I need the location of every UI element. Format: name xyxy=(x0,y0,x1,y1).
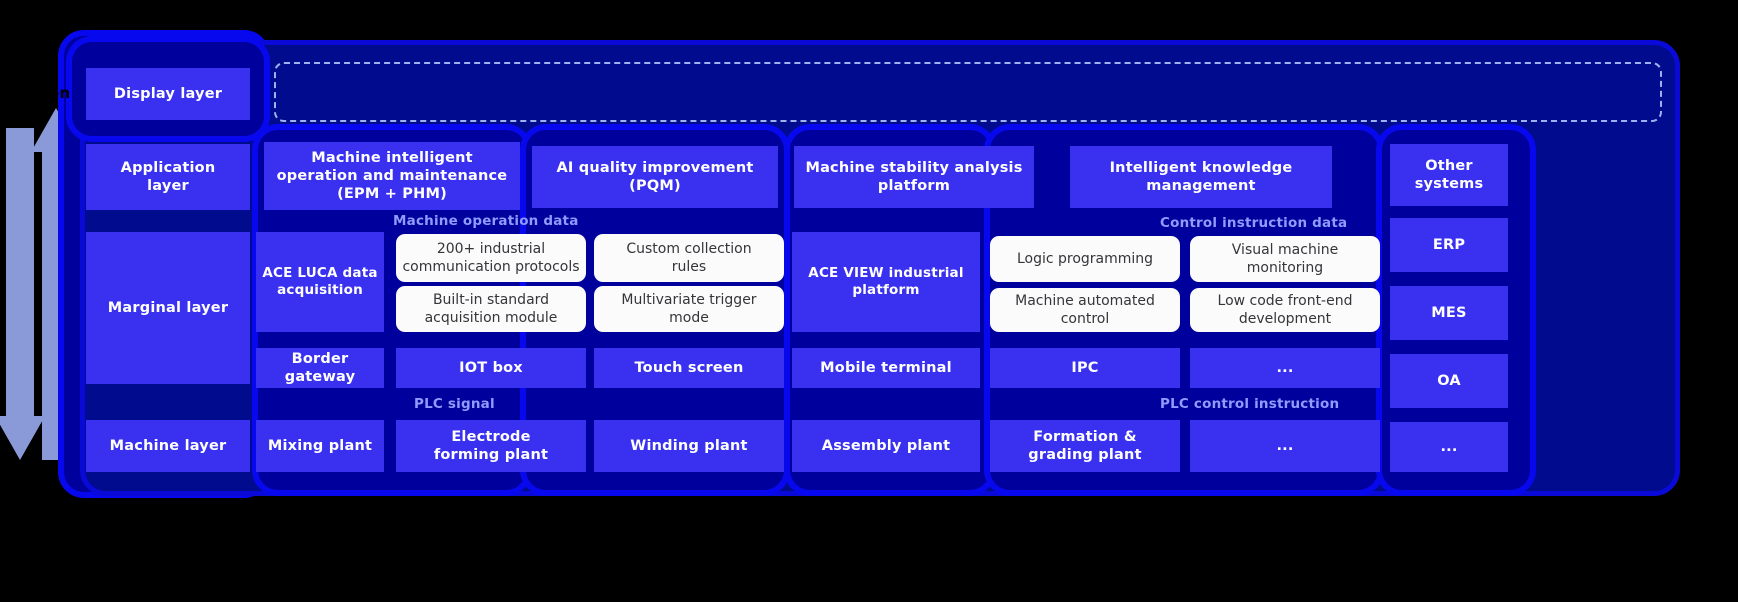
device-mobile-terminal-text: Mobile terminal xyxy=(820,359,952,376)
side-system-oa[interactable]: OA xyxy=(1390,354,1508,408)
device-more[interactable]: ... xyxy=(1190,348,1380,388)
side-system-mes[interactable]: MES xyxy=(1390,286,1508,340)
machine-item-1[interactable]: Electrode forming plant xyxy=(396,420,586,472)
arrow-down-plc-control-icon xyxy=(1126,392,1152,418)
device-ipc[interactable]: IPC xyxy=(990,348,1180,388)
ace-view-platform[interactable]: ACE VIEW industrial platform xyxy=(792,232,980,332)
device-touch-screen[interactable]: Touch screen xyxy=(594,348,784,388)
device-iot-box-text: IOT box xyxy=(459,359,523,376)
marginal-card-1[interactable]: Custom collection rules xyxy=(594,234,784,282)
device-border-gateway[interactable]: Border gateway xyxy=(256,348,384,388)
marginal-card-4[interactable]: Logic programming xyxy=(990,236,1180,282)
side-systems-header[interactable]: Other systems xyxy=(1390,144,1508,206)
app-item-0[interactable]: Machine intelligent operation and mainte… xyxy=(264,142,520,210)
marginal-card-6[interactable]: Machine automated control xyxy=(990,288,1180,332)
ace-luca-platform[interactable]: ACE LUCA data acquisition xyxy=(256,232,384,332)
marginal-layer-label[interactable]: Marginal layer xyxy=(86,232,250,384)
machine-item-2[interactable]: Winding plant xyxy=(594,420,784,472)
bidirectional-arrow-icon xyxy=(1336,164,1392,190)
machine-item-0[interactable]: Mixing plant xyxy=(256,420,384,472)
side-system-oa-text: OA xyxy=(1437,372,1461,389)
side-system-erp[interactable]: ERP xyxy=(1390,218,1508,272)
app-item-1-text: AI quality improvement (PQM) xyxy=(556,159,754,194)
marginal-card-3[interactable]: Multivariate trigger mode xyxy=(594,286,784,332)
machine-layer-text: Machine layer xyxy=(109,437,227,454)
display-layer-text: Display layer xyxy=(113,85,223,102)
arrow-up-machine-data-icon xyxy=(308,206,334,232)
marginal-card-6-text: Machine automated control xyxy=(1015,292,1155,327)
dashed-region xyxy=(274,62,1662,122)
flow-label-plc-control-instruction: PLC control instruction xyxy=(1160,396,1340,412)
machine-layer-label[interactable]: Machine layer xyxy=(86,420,250,472)
ace-view-platform-text: ACE VIEW industrial platform xyxy=(808,265,964,298)
machine-item-4-text: Formation & grading plant xyxy=(1028,428,1142,463)
machine-item-4[interactable]: Formation & grading plant xyxy=(990,420,1180,472)
device-more-text: ... xyxy=(1276,359,1294,376)
app-item-3-text: Intelligent knowledge management xyxy=(1109,159,1293,194)
flow-label-machine-operation-data: Machine operation data xyxy=(393,213,579,229)
marginal-card-4-text: Logic programming xyxy=(1016,250,1154,267)
device-mobile-terminal[interactable]: Mobile terminal xyxy=(792,348,980,388)
device-border-gateway-text: Border gateway xyxy=(284,350,356,385)
side-system-more[interactable]: ... xyxy=(1390,422,1508,472)
marginal-card-2-text: Built-in standard acquisition module xyxy=(424,291,558,326)
app-item-2-text: Machine stability analysis platform xyxy=(805,159,1023,194)
cut-off-label: tion xyxy=(36,84,71,102)
side-system-erp-text: ERP xyxy=(1432,236,1466,253)
marginal-card-0-text: 200+ industrial communication protocols xyxy=(402,240,580,275)
marginal-card-5-text: Visual machine monitoring xyxy=(1231,241,1339,276)
vertical-flow-arrows xyxy=(0,108,95,460)
marginal-card-0[interactable]: 200+ industrial communication protocols xyxy=(396,234,586,282)
application-layer-text: Application layer xyxy=(120,159,216,194)
arrow-down-control-data-icon xyxy=(1126,206,1152,232)
marginal-card-5[interactable]: Visual machine monitoring xyxy=(1190,236,1380,282)
machine-item-0-text: Mixing plant xyxy=(267,437,373,454)
application-layer-label[interactable]: Application layer xyxy=(86,144,250,210)
machine-item-5-text: ... xyxy=(1276,437,1294,454)
machine-item-2-text: Winding plant xyxy=(630,437,748,454)
machine-item-1-text: Electrode forming plant xyxy=(433,428,549,463)
side-systems-header-text: Other systems xyxy=(1414,157,1484,192)
app-item-2[interactable]: Machine stability analysis platform xyxy=(794,146,1034,208)
side-system-more-text: ... xyxy=(1440,438,1458,455)
flow-label-control-instruction-data: Control instruction data xyxy=(1160,215,1348,231)
app-item-1[interactable]: AI quality improvement (PQM) xyxy=(532,146,778,208)
marginal-card-7-text: Low code front-end development xyxy=(1217,292,1353,327)
marginal-card-1-text: Custom collection rules xyxy=(626,240,752,275)
machine-item-5[interactable]: ... xyxy=(1190,420,1380,472)
marginal-layer-text: Marginal layer xyxy=(107,299,229,316)
flow-label-plc-signal: PLC signal xyxy=(414,396,495,412)
marginal-card-2[interactable]: Built-in standard acquisition module xyxy=(396,286,586,332)
machine-item-3[interactable]: Assembly plant xyxy=(792,420,980,472)
ace-luca-platform-text: ACE LUCA data acquisition xyxy=(262,265,378,298)
app-item-3[interactable]: Intelligent knowledge management xyxy=(1070,146,1332,208)
app-item-0-text: Machine intelligent operation and mainte… xyxy=(276,149,508,203)
arrow-up-plc-signal-icon xyxy=(352,392,378,418)
device-ipc-text: IPC xyxy=(1071,359,1099,376)
marginal-card-3-text: Multivariate trigger mode xyxy=(621,291,757,326)
device-touch-screen-text: Touch screen xyxy=(634,359,744,376)
arrow-down-icon xyxy=(0,128,45,460)
machine-item-3-text: Assembly plant xyxy=(821,437,951,454)
device-iot-box[interactable]: IOT box xyxy=(396,348,586,388)
marginal-card-7[interactable]: Low code front-end development xyxy=(1190,288,1380,332)
side-system-mes-text: MES xyxy=(1431,304,1467,321)
display-layer-label[interactable]: Display layer xyxy=(86,68,250,120)
